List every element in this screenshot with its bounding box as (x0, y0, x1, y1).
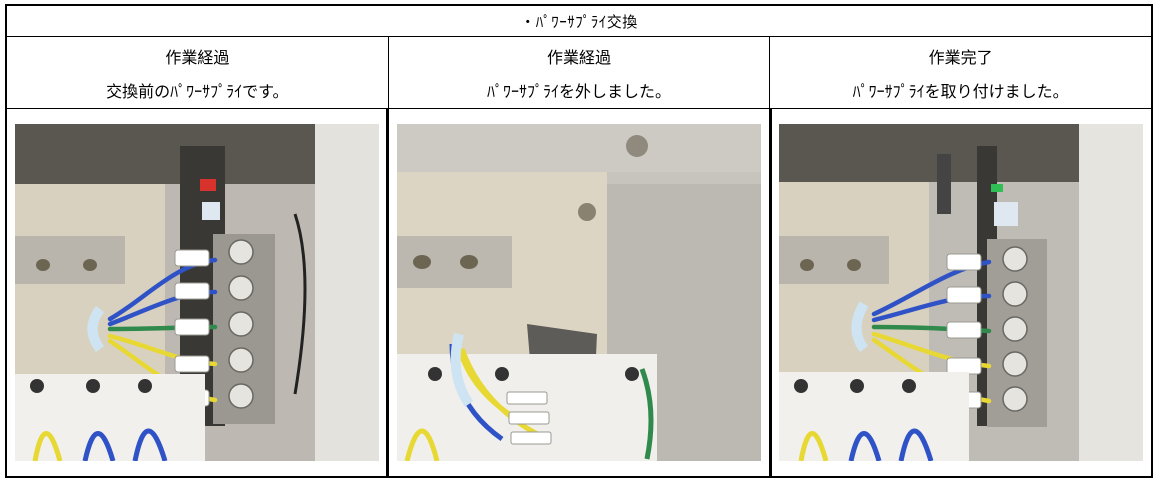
report-title: ・ﾊﾟﾜｰｻﾌﾟﾗｲ交換 (7, 6, 1151, 37)
photo-cell-before (7, 109, 386, 476)
header-cell-before: 作業経過 交換前のﾊﾟﾜｰｻﾌﾟﾗｲです。 (7, 37, 388, 108)
header-cell-removed: 作業経過 ﾊﾟﾜｰｻﾌﾟﾗｲを外しました。 (387, 37, 770, 108)
status-label: 作業経過 (165, 47, 230, 67)
photo-row (7, 109, 1151, 476)
status-label: 作業完了 (928, 47, 993, 67)
caption-label: 交換前のﾊﾟﾜｰｻﾌﾟﾗｲです。 (106, 81, 289, 101)
header-cell-installed: 作業完了 ﾊﾟﾜｰｻﾌﾟﾗｲを取り付けました。 (769, 37, 1151, 108)
caption-label: ﾊﾟﾜｰｻﾌﾟﾗｲを取り付けました。 (852, 81, 1069, 101)
work-report-table: ・ﾊﾟﾜｰｻﾌﾟﾗｲ交換 作業経過 交換前のﾊﾟﾜｰｻﾌﾟﾗｲです。 作業経過 … (5, 4, 1153, 478)
power-supply-installed-photo (779, 124, 1144, 461)
status-label: 作業経過 (547, 47, 612, 67)
photo-cell-installed (768, 109, 1151, 476)
power-supply-removed-photo (396, 124, 761, 461)
power-supply-before-photo (14, 124, 379, 461)
photo-cell-removed (386, 109, 768, 476)
header-row: 作業経過 交換前のﾊﾟﾜｰｻﾌﾟﾗｲです。 作業経過 ﾊﾟﾜｰｻﾌﾟﾗｲを外しま… (7, 37, 1151, 109)
caption-label: ﾊﾟﾜｰｻﾌﾟﾗｲを外しました。 (487, 81, 672, 101)
